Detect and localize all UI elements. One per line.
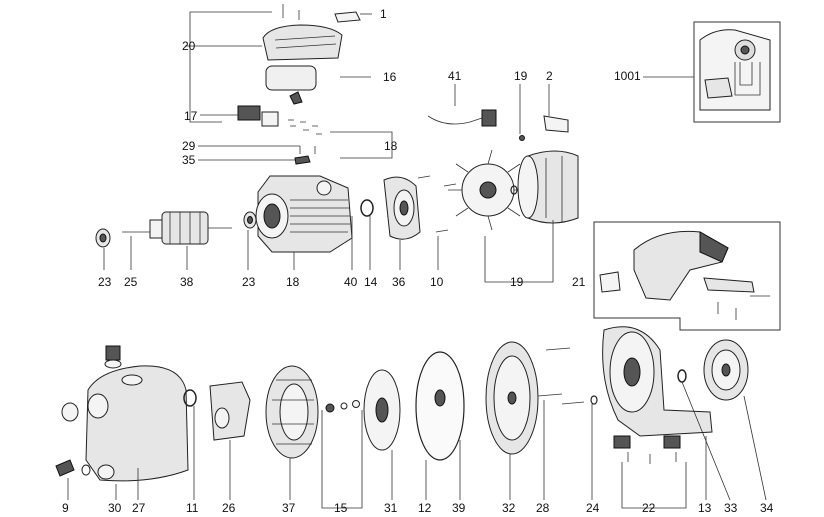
- label-14: 14: [364, 275, 378, 289]
- label-27: 27: [132, 501, 146, 515]
- label-23-right: 23: [242, 275, 256, 289]
- label-9: 9: [62, 501, 69, 515]
- label-13: 13: [698, 501, 712, 515]
- label-16: 16: [383, 70, 397, 84]
- label-37: 37: [282, 501, 296, 515]
- label-22: 22: [642, 501, 656, 515]
- label-23-left: 23: [98, 275, 112, 289]
- label-2: 2: [546, 69, 553, 83]
- inset-shroud-box: [593, 221, 781, 331]
- label-32: 32: [502, 501, 516, 515]
- label-33: 33: [724, 501, 738, 515]
- label-1: 1: [380, 7, 387, 21]
- part-labels: 1 2 9 10 11 12 13 14 15 16 17 18 18 19 1…: [62, 7, 774, 515]
- label-17: 17: [184, 109, 198, 123]
- fan-wheel: [448, 149, 528, 231]
- label-19-top: 19: [514, 69, 528, 83]
- label-24: 24: [586, 501, 600, 515]
- label-38: 38: [180, 275, 194, 289]
- label-1001: 1001: [614, 69, 641, 83]
- label-18-top: 18: [384, 139, 398, 153]
- label-15: 15: [334, 501, 348, 515]
- label-25: 25: [124, 275, 138, 289]
- label-35: 35: [182, 153, 196, 167]
- label-12: 12: [418, 501, 432, 515]
- label-31: 31: [384, 501, 398, 515]
- label-10: 10: [430, 275, 444, 289]
- label-40: 40: [344, 275, 358, 289]
- label-20: 20: [182, 39, 196, 53]
- label-26: 26: [222, 501, 236, 515]
- label-11: 11: [186, 501, 199, 515]
- label-30: 30: [108, 501, 122, 515]
- label-39: 39: [452, 501, 466, 515]
- label-36: 36: [392, 275, 406, 289]
- label-21: 21: [572, 275, 586, 289]
- label-29: 29: [182, 139, 196, 153]
- label-41: 41: [448, 69, 462, 83]
- label-28: 28: [536, 501, 550, 515]
- label-19-bottom: 19: [510, 275, 524, 289]
- label-34: 34: [760, 501, 774, 515]
- label-18-bottom: 18: [286, 275, 300, 289]
- inset-wiring-box: [693, 21, 781, 123]
